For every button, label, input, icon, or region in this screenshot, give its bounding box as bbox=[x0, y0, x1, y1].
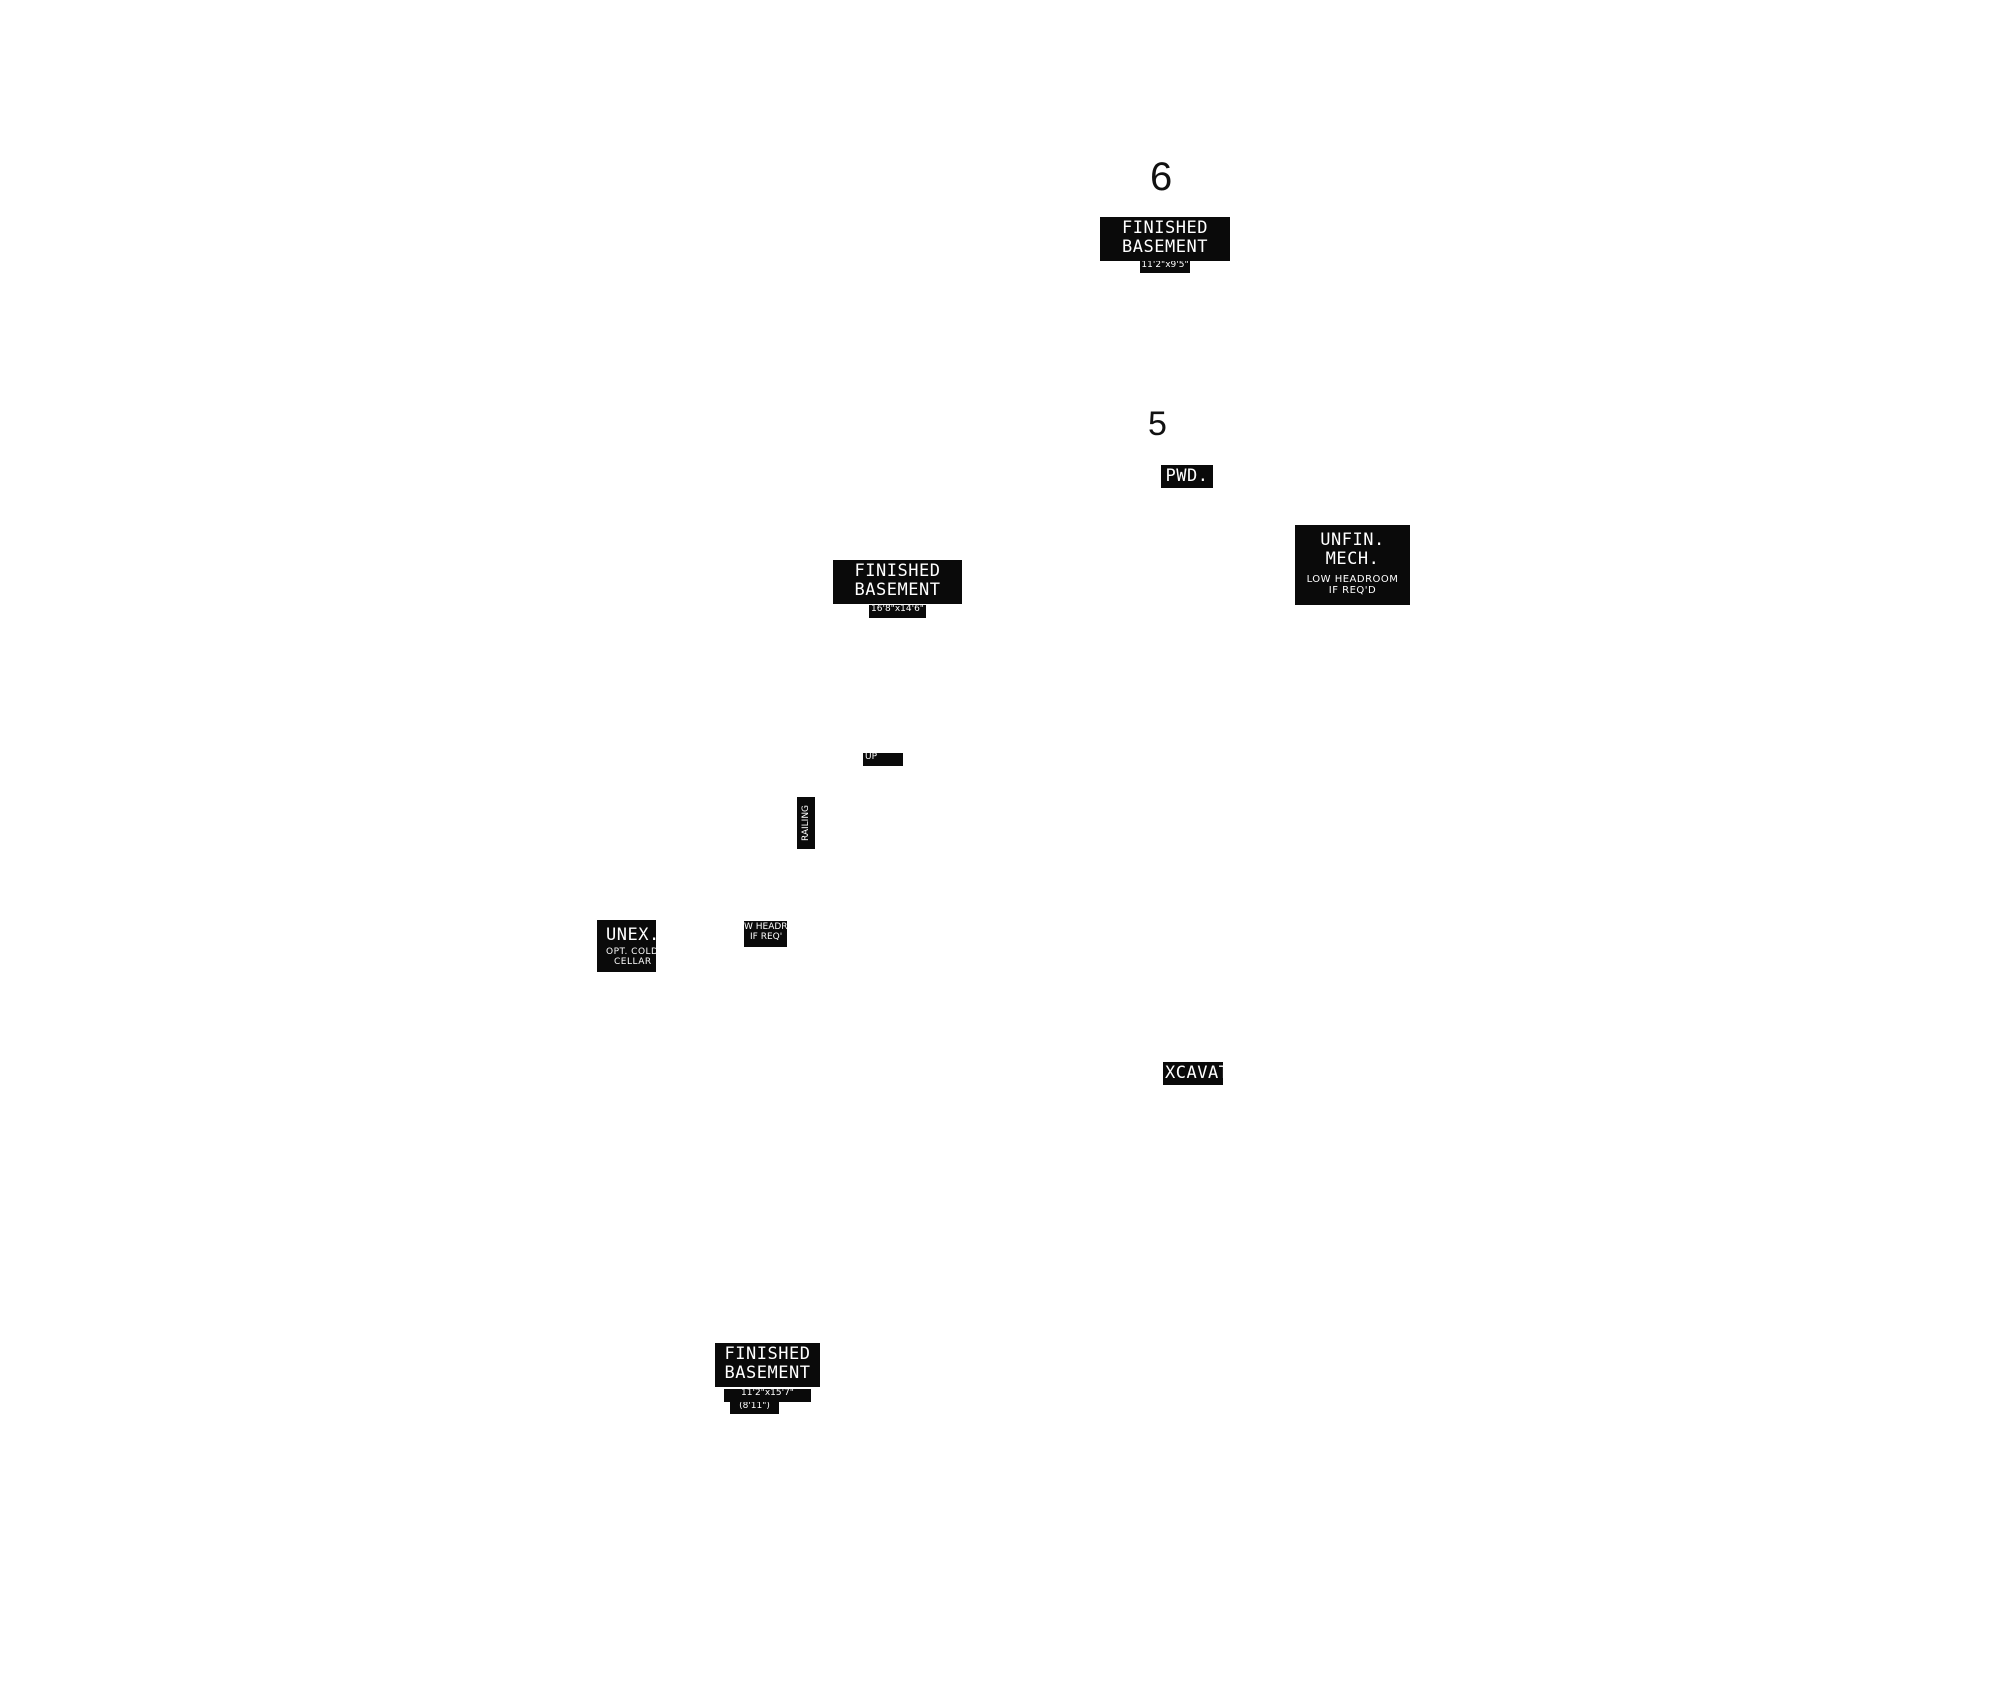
room-number-5: 5 bbox=[1148, 405, 1167, 443]
room-label-finished-basement-mid: FINISHED BASEMENT bbox=[833, 560, 962, 604]
room-label-finished-basement-top: FINISHED BASEMENT bbox=[1100, 217, 1230, 261]
room-dims-top: 11'2"x9'5" bbox=[1140, 261, 1190, 273]
railing-label: RAILING bbox=[797, 797, 815, 849]
room-dims-bottom-secondary: (8'11") bbox=[730, 1402, 779, 1414]
headroom-note: W HEADR IF REQ' bbox=[744, 921, 787, 947]
room-number-6: 6 bbox=[1150, 155, 1173, 199]
room-label-unex: UNEX. OPT. COLD CELLAR bbox=[597, 920, 656, 972]
room-dims-bottom: 11'2"x15'7" bbox=[724, 1389, 811, 1402]
room-dims-mid: 16'8"x14'6" bbox=[869, 605, 926, 618]
room-label-finished-basement-bottom: FINISHED BASEMENT bbox=[715, 1343, 820, 1387]
room-label-unfin-mech: UNFIN. MECH. LOW HEADROOM IF REQ'D bbox=[1295, 525, 1410, 605]
room-label-pwd: PWD. bbox=[1161, 465, 1213, 488]
stair-up-label: UP bbox=[863, 753, 903, 766]
excavation-label: XCAVAT bbox=[1163, 1062, 1223, 1085]
